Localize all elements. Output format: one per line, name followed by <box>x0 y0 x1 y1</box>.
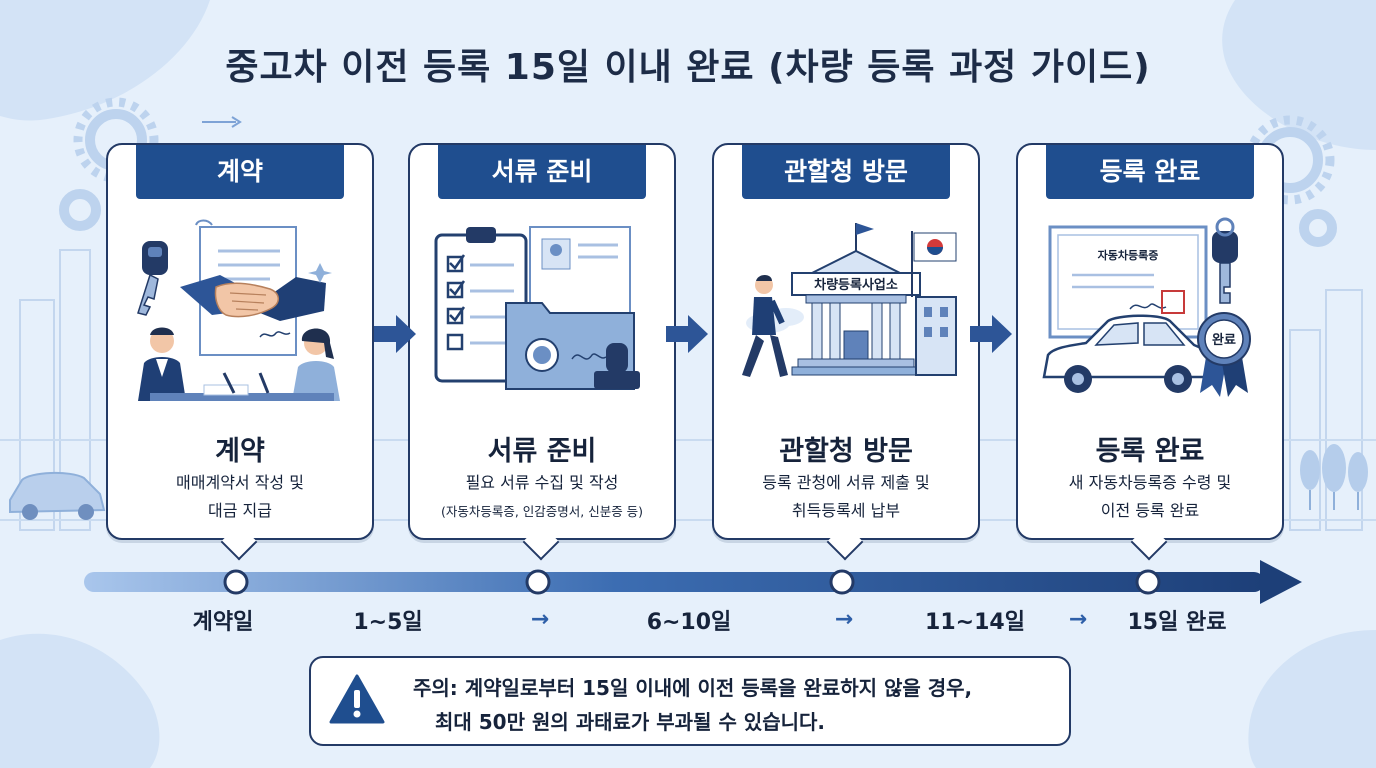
government-building-icon: 차량등록사업소 <box>791 223 957 376</box>
step-arrow-icon <box>374 315 416 353</box>
notice-line1: 주의: 계약일로부터 15일 이내에 이전 등록을 완료하지 않을 경우, <box>413 676 973 700</box>
completion-badge-icon: 완료 <box>1197 312 1251 397</box>
walking-person-icon <box>742 275 788 377</box>
certificate-title: 자동차등록증 <box>1098 248 1159 262</box>
car-key-icon <box>137 241 168 316</box>
timeline-arrow-icon: → <box>1068 607 1088 632</box>
step-description-line2: 취득등록세 납부 <box>791 501 901 520</box>
stamp-icon <box>594 343 640 389</box>
car-key-icon <box>1212 217 1238 304</box>
complete-illustration: 자동차등록증 완료 <box>1042 217 1251 397</box>
timeline-arrow-icon: → <box>834 607 854 632</box>
person-icon <box>292 328 340 401</box>
handshake-icon <box>180 275 326 321</box>
step-description-line2: 이전 등록 완료 <box>1100 501 1200 520</box>
timeline-bar <box>84 560 1302 604</box>
badge-text: 완료 <box>1212 333 1236 348</box>
step-description-line2: (자동차등록증, 인감증명서, 신분증 등) <box>440 504 644 519</box>
office-sign: 차량등록사업소 <box>814 277 898 293</box>
documents-illustration <box>434 226 640 390</box>
person-icon <box>138 327 186 401</box>
step-description-line1: 매매계약서 작성 및 <box>176 473 304 492</box>
step-header: 관할청 방문 <box>742 145 950 199</box>
step-arrow-icon <box>970 315 1012 353</box>
timeline-label-day-15-complete: 15일 완료 <box>1127 610 1227 635</box>
step-title: 등록 완료 <box>1095 436 1205 467</box>
step-header: 서류 준비 <box>438 145 646 199</box>
car-icon <box>9 471 106 520</box>
step-title: 서류 준비 <box>487 436 597 467</box>
step-card-complete: 등록 완료 자동차등록증 완료 <box>1016 143 1284 561</box>
timeline-label-days-1-5: 1~5일 <box>353 610 423 635</box>
step-title: 계약 <box>215 436 265 467</box>
car-icon <box>1042 314 1212 393</box>
step-description-line1: 등록 관청에 서류 제출 및 <box>762 473 930 492</box>
step-header: 계약 <box>136 145 344 199</box>
step-description-line2: 대금 지급 <box>208 501 272 520</box>
timeline-label-contract-day: 계약일 <box>192 610 254 635</box>
korean-flag-icon <box>911 231 957 297</box>
timeline-label-days-11-14: 11~14일 <box>925 610 1025 635</box>
step-card-visit: 관할청 방문 차량등록사업소 <box>712 143 980 561</box>
step-description-line1: 필요 서류 수집 및 작성 <box>465 473 619 492</box>
step-arrow-icon <box>666 315 708 353</box>
warning-icon <box>329 674 385 724</box>
step-description-line1: 새 자동차등록증 수령 및 <box>1068 473 1232 492</box>
step-card-contract: 계약 <box>106 143 374 561</box>
contract-illustration <box>137 219 340 401</box>
timeline-label-days-6-10: 6~10일 <box>646 610 732 635</box>
step-header: 등록 완료 <box>1046 145 1254 199</box>
step-title: 관할청 방문 <box>779 436 913 467</box>
visit-illustration: 차량등록사업소 <box>742 223 957 377</box>
timeline-arrow-icon: → <box>530 607 550 632</box>
page-title: 중고차 이전 등록 15일 이내 완료 (차량 등록 과정 가이드) <box>225 47 1151 88</box>
folder-icon <box>505 302 635 390</box>
warning-notice: 주의: 계약일로부터 15일 이내에 이전 등록을 완료하지 않을 경우, 최대… <box>309 656 1071 746</box>
timeline-node <box>223 569 1161 595</box>
notice-line2: 최대 50만 원의 과태료가 부과될 수 있습니다. <box>435 710 826 734</box>
step-card-documents: 서류 준비 <box>408 143 676 561</box>
